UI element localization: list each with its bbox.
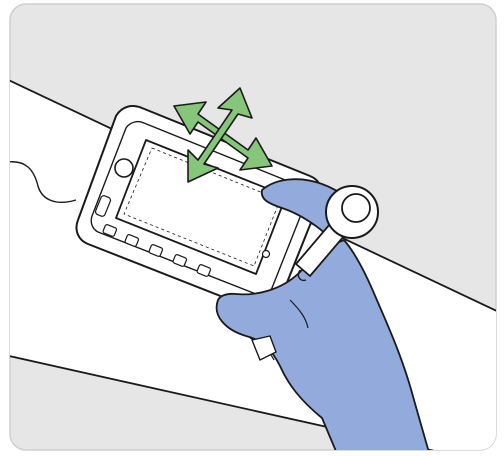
illustration-canvas: [0, 0, 504, 456]
instruction-illustration: [0, 0, 504, 456]
